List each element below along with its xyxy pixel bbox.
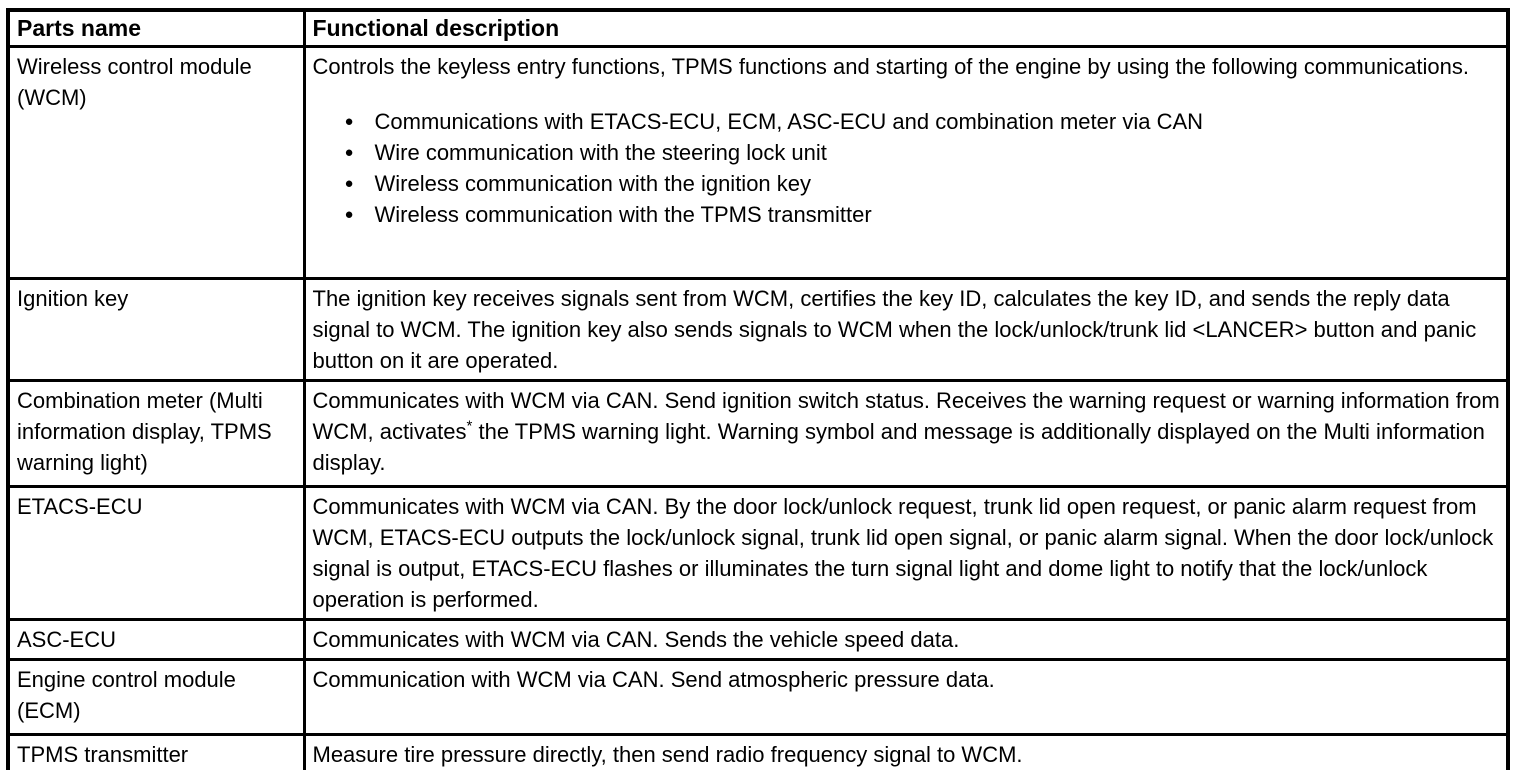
description-cell: Measure tire pressure directly, then sen… — [302, 733, 1510, 770]
bullet-icon: ● — [344, 175, 354, 192]
table-row-ecm: Engine control module (ECM) Communicatio… — [6, 658, 1510, 736]
part-name-cell: Ignition key — [6, 277, 306, 382]
list-item: ● Wire communication with the steering l… — [313, 137, 1501, 168]
list-item-text: Wireless communication with the TPMS tra… — [374, 202, 872, 227]
description-cell: Communicates with WCM via CAN. Send igni… — [302, 379, 1510, 488]
part-name-cell: ASC-ECU — [6, 618, 306, 661]
table-row-wcm: Wireless control module (WCM) Controls t… — [6, 45, 1510, 280]
table-row-tpms-transmitter: TPMS transmitter Measure tire pressure d… — [6, 733, 1510, 770]
description-cell: Communicates with WCM via CAN. Sends the… — [302, 618, 1510, 661]
list-item-text: Communications with ETACS-ECU, ECM, ASC-… — [374, 109, 1204, 134]
parts-table: Parts name Functional description Wirele… — [6, 8, 1510, 770]
list-item: ● Wireless communication with the igniti… — [313, 168, 1501, 199]
description-text: the TPMS warning light. Warning symbol a… — [312, 419, 1485, 475]
column-header-parts-name: Parts name — [6, 8, 306, 48]
list-item-text: Wireless communication with the ignition… — [374, 171, 812, 196]
footnote-asterisk: * — [466, 417, 473, 435]
communications-list: ● Communications with ETACS-ECU, ECM, AS… — [313, 106, 1501, 230]
part-name-cell: Engine control module (ECM) — [6, 658, 306, 736]
description-cell: The ignition key receives signals sent f… — [302, 277, 1510, 382]
part-name-cell: ETACS-ECU — [6, 485, 306, 621]
list-item: ● Wireless communication with the TPMS t… — [313, 199, 1501, 230]
part-name-cell: Wireless control module (WCM) — [6, 45, 306, 280]
list-item: ● Communications with ETACS-ECU, ECM, AS… — [313, 106, 1501, 137]
table-row-asc-ecu: ASC-ECU Communicates with WCM via CAN. S… — [6, 618, 1510, 661]
description-intro: Controls the keyless entry functions, TP… — [312, 54, 1469, 79]
description-text: Communicates with WCM via CAN. Send igni… — [312, 388, 1500, 444]
list-item-text: Wire communication with the steering loc… — [374, 140, 827, 165]
table-row-etacs-ecu: ETACS-ECU Communicates with WCM via CAN.… — [6, 485, 1510, 621]
description-cell: Communicates with WCM via CAN. By the do… — [302, 485, 1510, 621]
bullet-icon: ● — [344, 113, 354, 130]
bullet-icon: ● — [344, 144, 354, 161]
table-row-ignition-key: Ignition key The ignition key receives s… — [6, 277, 1510, 382]
table-header-row: Parts name Functional description — [6, 8, 1510, 48]
part-name-cell: TPMS transmitter — [6, 733, 306, 770]
column-header-functional-description: Functional description — [302, 8, 1510, 48]
description-cell: Communication with WCM via CAN. Send atm… — [302, 658, 1510, 736]
bullet-icon: ● — [344, 206, 354, 223]
description-cell: Controls the keyless entry functions, TP… — [302, 45, 1510, 280]
part-name-cell: Combination meter (Multi information dis… — [6, 379, 306, 488]
table-row-combination-meter: Combination meter (Multi information dis… — [6, 379, 1510, 488]
